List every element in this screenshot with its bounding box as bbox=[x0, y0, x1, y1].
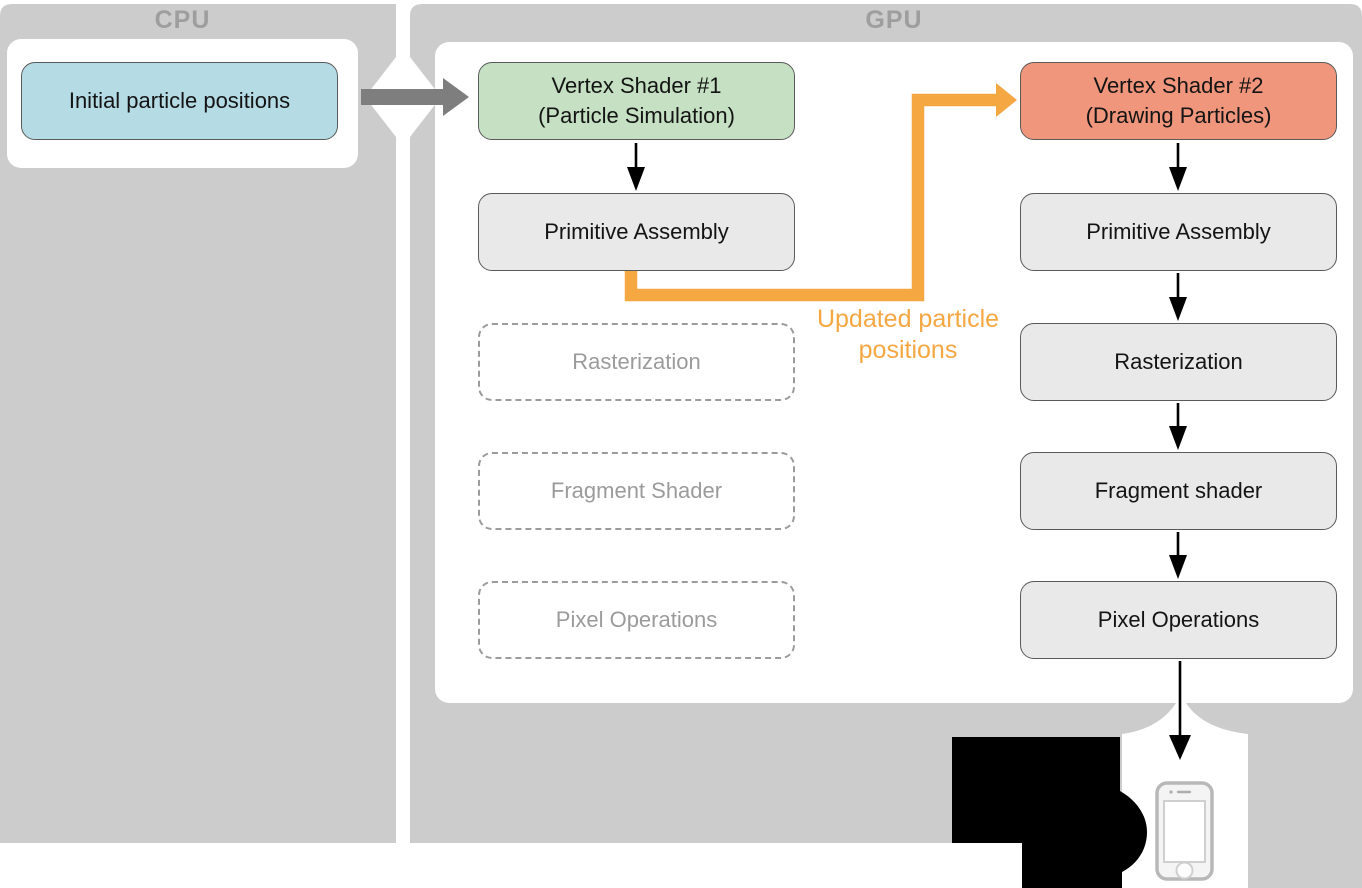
vertex-shader-2-box: Vertex Shader #2 (Drawing Particles) bbox=[1020, 62, 1337, 140]
feedback-annotation: Updated particle positions bbox=[793, 304, 1023, 366]
vertex-shader-2-subtitle: (Drawing Particles) bbox=[1085, 103, 1272, 128]
feedback-annotation-line1: Updated particle bbox=[816, 305, 1000, 333]
right-pixel-operations-box: Pixel Operations bbox=[1020, 581, 1337, 659]
initial-particle-positions-label: Initial particle positions bbox=[68, 88, 291, 113]
cpu-panel-label: CPU bbox=[154, 6, 211, 34]
arrow-right-vs2-to-pa bbox=[1169, 143, 1187, 191]
right-primitive-assembly-label: Primitive Assembly bbox=[1086, 219, 1271, 244]
right-rasterization-label: Rasterization bbox=[1114, 349, 1243, 374]
vertex-shader-1-subtitle: (Particle Simulation) bbox=[538, 103, 735, 128]
arrow-right-frag-to-pixel bbox=[1169, 532, 1187, 579]
left-pixel-operations-label: Pixel Operations bbox=[555, 607, 718, 632]
black-blob-graphic bbox=[952, 737, 1147, 888]
right-primitive-assembly-box: Primitive Assembly bbox=[1020, 193, 1337, 271]
feedback-arrow bbox=[624, 83, 1017, 302]
right-fragment-shader-box: Fragment shader bbox=[1020, 452, 1337, 530]
left-primitive-assembly-box: Primitive Assembly bbox=[478, 193, 795, 271]
vertex-shader-1-title: Vertex Shader #1 bbox=[551, 73, 722, 98]
cpu-to-gpu-arrow bbox=[361, 78, 469, 116]
right-fragment-shader-label: Fragment shader bbox=[1094, 478, 1263, 503]
arrow-left-vs1-to-pa bbox=[627, 143, 645, 191]
right-pixel-operations-label: Pixel Operations bbox=[1097, 607, 1260, 632]
left-primitive-assembly-label: Primitive Assembly bbox=[544, 219, 729, 244]
arrow-right-pa-to-raster bbox=[1169, 273, 1187, 321]
feedback-annotation-line2: positions bbox=[858, 336, 958, 364]
iphone-icon bbox=[1155, 781, 1214, 881]
stage-arrows bbox=[627, 143, 1191, 760]
left-rasterization-box: Rasterization bbox=[478, 323, 795, 401]
initial-particle-positions-box: Initial particle positions bbox=[21, 62, 338, 140]
right-rasterization-box: Rasterization bbox=[1020, 323, 1337, 401]
left-rasterization-label: Rasterization bbox=[572, 349, 701, 374]
left-fragment-shader-label: Fragment Shader bbox=[550, 478, 723, 503]
left-fragment-shader-box: Fragment Shader bbox=[478, 452, 795, 530]
arrow-right-raster-to-frag bbox=[1169, 403, 1187, 450]
vertex-shader-1-box: Vertex Shader #1 (Particle Simulation) bbox=[478, 62, 795, 140]
vertex-shader-2-title: Vertex Shader #2 bbox=[1093, 73, 1264, 98]
arrow-pixel-to-device bbox=[1169, 661, 1191, 760]
left-pixel-operations-box: Pixel Operations bbox=[478, 581, 795, 659]
cpu-panel-background bbox=[0, 4, 396, 843]
gpu-panel-label: GPU bbox=[865, 6, 923, 34]
